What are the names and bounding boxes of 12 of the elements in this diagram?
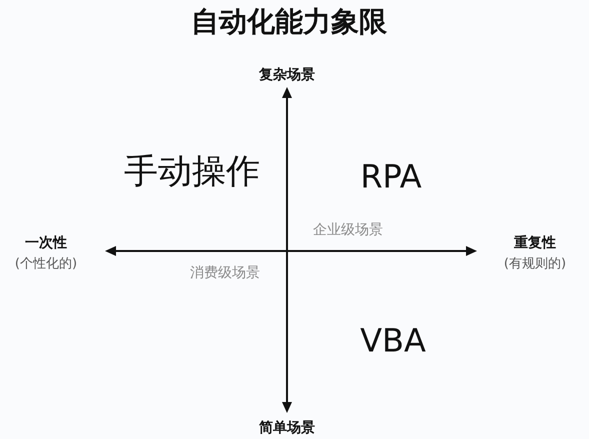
quadrant-label: 手动操作 [124, 152, 260, 192]
quadrant-label: VBA [360, 322, 426, 360]
axis-label: 一次性 [25, 234, 67, 252]
region-label: 企业级场景 [313, 222, 383, 238]
region-label: 消费级场景 [190, 264, 260, 282]
quadrant-label: RPA [360, 158, 422, 196]
title: 自动化能力象限 [191, 6, 387, 38]
axis-note: (有规则的) [504, 258, 566, 272]
axis-note: (个性化的) [14, 258, 78, 272]
axis-label: 简单场景 [259, 420, 315, 436]
axis-label: 复杂场景 [259, 66, 315, 84]
axis-label: 重复性 [514, 234, 556, 252]
